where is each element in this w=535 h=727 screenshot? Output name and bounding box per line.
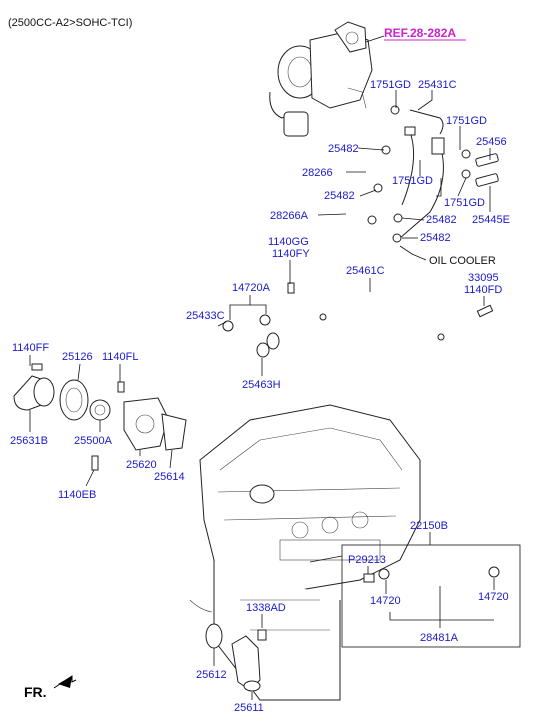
callout-33095[interactable]: 33095 (468, 272, 499, 284)
water-pipe-25461c (266, 287, 465, 365)
callout-1751gd[interactable]: 1751GD (444, 197, 485, 209)
hose-assembly-box (341, 544, 521, 648)
bolt-1140gg (287, 282, 295, 294)
gasket-25612 (205, 623, 223, 649)
bolts-left (31, 363, 125, 471)
clamps-14720 (378, 566, 500, 580)
thermostat-25500a (89, 399, 111, 421)
leader-lines-left (29, 355, 173, 487)
leader-box-to-engine (309, 555, 343, 563)
oil-cooler-note: OIL COOLER (429, 255, 496, 267)
leader-lines-box (367, 566, 495, 628)
callout-25611[interactable]: 25611 (234, 702, 264, 714)
callout-25482[interactable]: 25482 (420, 232, 451, 244)
callout-25631b[interactable]: 25631B (10, 435, 48, 447)
callout-1751gd[interactable]: 1751GD (446, 115, 487, 127)
banjo-bolts (475, 153, 499, 187)
callout-25500a[interactable]: 25500A (74, 435, 113, 447)
callout-25614[interactable]: 25614 (154, 471, 185, 483)
hose-25433c (201, 325, 227, 361)
fitting-p29213 (363, 573, 375, 583)
clamps-14720a (222, 314, 271, 332)
oil-feed-tubes (399, 109, 445, 239)
callout-14720[interactable]: 14720 (370, 595, 401, 607)
callout-14720a[interactable]: 14720A (232, 282, 271, 294)
leader-lines-14720a (217, 295, 267, 376)
callout-p29213[interactable]: P29213 (348, 554, 386, 566)
gasket-25614 (161, 413, 187, 451)
engine-variant-title: (2500CC-A2>SOHC-TCI) (8, 17, 132, 29)
callout-14720[interactable]: 14720 (478, 591, 509, 603)
reference-leader (365, 35, 385, 43)
callout-25445e[interactable]: 25445E (472, 214, 510, 226)
gasket-25126 (59, 379, 89, 421)
bolt-1338ad (257, 629, 267, 641)
water-outlet-25631b (13, 375, 55, 411)
water-inlet-25611 (231, 635, 261, 692)
callout-1140fd[interactable]: 1140FD (464, 284, 502, 296)
callout-1338ad[interactable]: 1338AD (246, 602, 286, 614)
callout-25482[interactable]: 25482 (426, 214, 457, 226)
bolt-1140fd (476, 304, 494, 318)
callout-1751gd[interactable]: 1751GD (392, 175, 433, 187)
callout-25612[interactable]: 25612 (196, 669, 227, 681)
callout-1140fl[interactable]: 1140FL (102, 351, 139, 363)
callout-25482[interactable]: 25482 (328, 143, 359, 155)
callout-1140fy[interactable]: 1140FY (272, 248, 310, 260)
callout-1140gg[interactable]: 1140GG (268, 236, 309, 248)
callout-25461c[interactable]: 25461C (346, 265, 385, 277)
callout-25482[interactable]: 25482 (324, 190, 355, 202)
callout-28481a[interactable]: 28481A (420, 632, 459, 644)
callout-25463h[interactable]: 25463H (242, 379, 281, 391)
callout-1140eb[interactable]: 1140EB (58, 489, 96, 501)
callout-28266[interactable]: 28266 (302, 167, 333, 179)
callout-22150b[interactable]: 22150B (410, 520, 448, 532)
callout-28266a[interactable]: 28266A (270, 210, 309, 222)
hose-28266 (362, 147, 395, 191)
leader-lines-mid (289, 260, 485, 306)
callout-25456[interactable]: 25456 (476, 136, 507, 148)
callout-25433c[interactable]: 25433C (186, 310, 225, 322)
callout-25620[interactable]: 25620 (126, 459, 157, 471)
callout-25431c[interactable]: 25431C (418, 79, 457, 91)
callout-1751gd[interactable]: 1751GD (370, 79, 411, 91)
engine-block-illustration (189, 404, 421, 701)
front-direction-label: FR. (24, 684, 47, 700)
hose-28481a (383, 561, 495, 585)
leader-lines-top (317, 90, 491, 261)
hose-28266a (341, 209, 387, 244)
callout-1140ff[interactable]: 1140FF (12, 342, 49, 354)
front-arrow-head-icon (58, 676, 72, 688)
reference-link[interactable]: REF.28-282A (384, 26, 456, 40)
housing-25620 (123, 397, 169, 451)
turbocharger-illustration (269, 21, 373, 137)
leader-lines-bottom (213, 614, 263, 700)
hose-25463h (256, 342, 270, 358)
callout-25126[interactable]: 25126 (62, 351, 93, 363)
